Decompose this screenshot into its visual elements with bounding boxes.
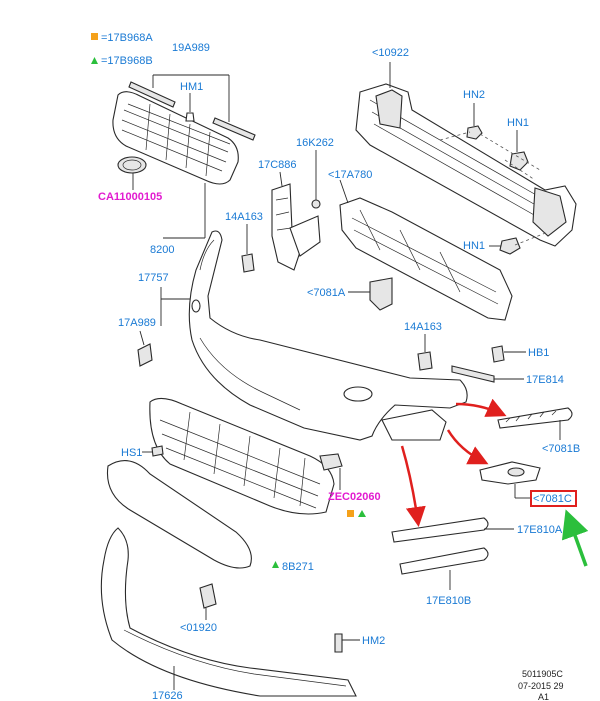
clip-hm1 <box>185 112 195 122</box>
emblem <box>117 156 147 174</box>
label-ca11000105: CA11000105 <box>98 191 162 203</box>
green-arrow <box>561 509 589 567</box>
legend-triangle-marker <box>91 57 98 64</box>
label-17757: 17757 <box>138 272 169 284</box>
zec-square-marker <box>347 510 354 517</box>
legend: =17B968A =17B968B <box>91 32 153 67</box>
label-hs1: HS1 <box>121 447 142 459</box>
lower-spoiler <box>100 527 357 697</box>
connector-14a163-lower <box>417 351 433 371</box>
trim-strip-17e810a <box>391 517 489 543</box>
trim-strip-17e810b <box>399 547 489 575</box>
footer-reference: 5011905C 07-2015 29 A1 <box>518 669 564 701</box>
label-19a989: 19A989 <box>172 42 210 54</box>
label-hm1: HM1 <box>180 81 203 93</box>
label-hn1-upper: HN1 <box>507 117 529 129</box>
label-17c886: 17C886 <box>258 159 297 171</box>
label-17626: 17626 <box>152 690 183 701</box>
nut-hn1-upper <box>509 151 529 171</box>
side-grille-7081c <box>479 461 541 485</box>
side-grille-7081b <box>497 407 573 429</box>
red-arrow-to-17e810a <box>400 445 426 527</box>
doc-date: 07-2015 29 <box>518 681 564 691</box>
bumper-reinforcement <box>355 83 577 247</box>
bracket-16k262 <box>289 199 321 257</box>
label-10922: <10922 <box>372 47 409 59</box>
doc-id: 5011905C <box>522 669 563 679</box>
bolt-hb1 <box>491 345 505 363</box>
bracket-7081a <box>369 277 393 311</box>
legend-square-label: =17B968A <box>101 32 153 44</box>
grille-trim-frame <box>106 460 252 569</box>
label-zec02060: ZEC02060 <box>328 491 381 503</box>
label-8200: 8200 <box>150 244 174 256</box>
grille-strip-left <box>128 81 176 108</box>
fog-lamp-opening <box>381 409 447 441</box>
doc-sheet: A1 <box>538 692 549 701</box>
bracket-17e814 <box>451 365 495 383</box>
label-17e810a: 17E810A <box>517 524 563 536</box>
label-01920: <01920 <box>180 622 217 634</box>
energy-absorber <box>339 197 513 321</box>
label-8b271: 8B271 <box>282 561 314 573</box>
clip-hm2 <box>334 633 343 653</box>
sensor-zec02060 <box>319 453 343 471</box>
red-arrow-to-7081b <box>455 398 507 417</box>
label-17a989: 17A989 <box>118 317 156 329</box>
connector-14a163-upper <box>241 253 255 273</box>
label-17a780: <17A780 <box>328 169 372 181</box>
label-17e814: 17E814 <box>526 374 564 386</box>
label-7081a: <7081A <box>307 287 346 299</box>
grille-strip-right <box>212 117 256 141</box>
screw-hs1 <box>151 445 164 457</box>
bracket-01920 <box>199 583 217 609</box>
label-hm2: HM2 <box>362 635 385 647</box>
upper-grille <box>112 91 239 185</box>
label-hn2: HN2 <box>463 89 485 101</box>
upper-grille-assembly <box>112 81 256 185</box>
label-7081b: <7081B <box>542 443 580 455</box>
bumper-cover <box>188 230 468 441</box>
label-14a163-lower: 14A163 <box>404 321 442 333</box>
zec-triangle-marker <box>358 510 366 517</box>
callout-labels: 19A989 HM1 CA11000105 8200 <10922 HN2 HN… <box>98 42 580 701</box>
label-7081c: <7081C <box>533 493 572 505</box>
label-16k262: 16K262 <box>296 137 334 149</box>
label-hn1-lower: HN1 <box>463 240 485 252</box>
label-hb1: HB1 <box>528 347 549 359</box>
nut-hn2 <box>466 125 483 140</box>
label-14a163-upper: 14A163 <box>225 211 263 223</box>
cap-17a989 <box>137 343 153 367</box>
label-17e810b: 17E810B <box>426 595 471 607</box>
tow-hook-opening <box>343 386 373 402</box>
legend-square-marker <box>91 33 98 40</box>
highlight-box-7081c <box>530 490 577 507</box>
8b271-triangle-marker <box>272 561 279 568</box>
red-arrows <box>400 398 507 527</box>
nut-hn1-lower <box>499 237 521 255</box>
bracket-17c886 <box>271 183 301 271</box>
legend-triangle-label: =17B968B <box>101 55 153 67</box>
red-arrow-to-7081c <box>446 429 489 465</box>
